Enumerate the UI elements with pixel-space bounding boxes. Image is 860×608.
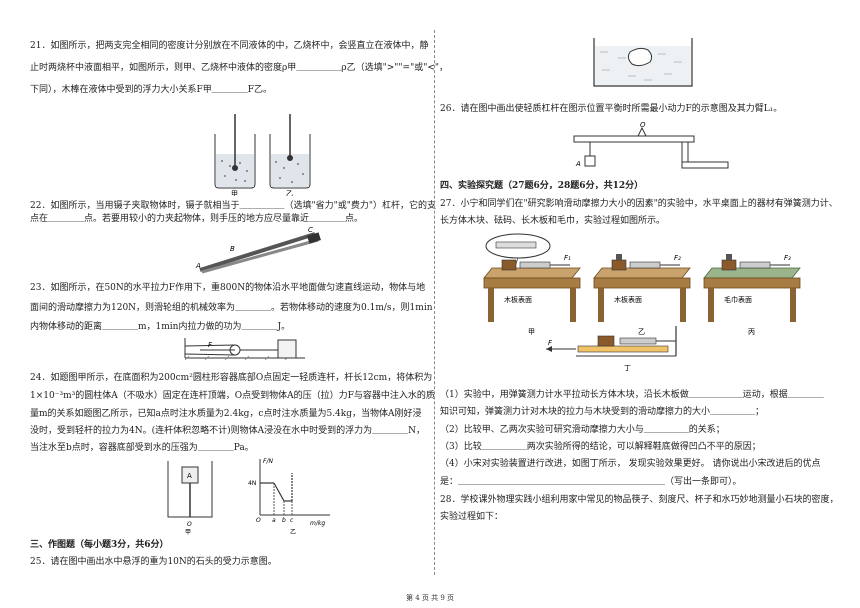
q28-line-1: 28．学校课外物理实践小组利用家中常见的物品筷子、刻度尺、杯子和水巧妙地测量小石… [440, 495, 839, 505]
q24-y-axis: F/N [263, 458, 273, 465]
q24-graph-origin: O [256, 517, 261, 524]
q21-line-2: 止时两烧杯中液面相平，如图所示，则甲、乙烧杯中液体的密度ρ甲＿＿＿＿＿ρ乙（选填… [30, 63, 449, 73]
q21-line-1: 21．如图所示，把两支完全相同的密度计分别放在不同液体的中，乙烧杯中，会竖直立在… [30, 41, 429, 51]
q27-label-yi: 乙 [638, 328, 645, 336]
q24-tick-c: c [290, 517, 294, 524]
q23-line-2: 面间的滑动摩擦力为120N，则滑轮组的机械效率为＿＿＿＿。若物体移动的速度为0.… [30, 303, 433, 313]
q24-label-a: A [187, 472, 192, 480]
q24-y-tick: 4N [248, 480, 256, 487]
q26-lever-figure: O A [573, 121, 729, 169]
q21-beakers-figure: 甲 乙 [214, 114, 311, 196]
q27-step-1b: 知识可知，弹簧测力计对木块的拉力与木块受到的滑动摩擦力的大小＿＿＿＿＿； [440, 407, 765, 417]
table-yi: F₂ 木板表面 乙 [593, 254, 691, 336]
q22-point-b: B [230, 245, 235, 253]
q22-line-2: 点在＿＿＿＿点。若要用较小的力夹起物体，则手压的地方应尽量靠近＿＿＿＿点。 [30, 214, 364, 224]
page-footer: 第 4 页 共 9 页 [405, 594, 455, 602]
q27-label-f3: F₃ [784, 254, 791, 262]
section-4-title: 四、实验探究题（27题6分，28题6分，共12分） [440, 181, 644, 191]
q27-board-1: 木板表面 [504, 295, 532, 304]
q24-tick-a: a [272, 517, 276, 524]
q28-line-2: 实验过程如下： [440, 512, 504, 522]
q22-tweezers-figure: A B C [195, 226, 321, 274]
q21-line-3: 下同），木棒在液体中受到的浮力大小关系F甲＿＿＿＿F乙。 [30, 85, 272, 95]
q22-line-1: 22．如图所示，当用镊子夹取物体时，镊子就相当于＿＿＿＿＿（选填"省力"或"费力… [30, 201, 437, 211]
q27-label-f1: F₁ [564, 254, 571, 262]
q27-label-f2: F₂ [674, 254, 681, 262]
q27-step-4b: 是：＿＿＿＿＿＿＿＿＿＿＿＿＿＿＿＿＿＿＿＿＿＿＿（写出一条即可）。 [440, 477, 742, 487]
q27-line-1: 27．小宁和同学们在"研究影响滑动摩擦力大小的因素"的实验中，水平桌面上的器材有… [440, 199, 838, 209]
q24-label-o: O [187, 521, 192, 528]
q24-line-1: 24．如题图甲所示，在底面积为200cm²圆柱形容器底部O点固定一轻质连杆，杆长… [30, 373, 433, 383]
q26-label-o: O [640, 121, 646, 129]
q24-label-jia: 甲 [185, 529, 191, 535]
q24-figure: A O 甲 F/N 4N O a b c m/kg 乙 [167, 458, 330, 535]
q24-line-4: 没时，受到轻杆的拉力为4N。(连杆体积忽略不计)则物体A浸没在水中时受到的浮力为… [30, 426, 426, 436]
q27-step-4: （4）小宋对实验装置进行改进，如图丁所示， 发现实验效果更好。 请你说出小宋改进… [440, 459, 821, 469]
q24-label-yi: 乙 [290, 529, 296, 535]
q27-label-f: F [548, 339, 553, 347]
q27-board-3: 毛巾表面 [724, 295, 752, 304]
setup-ding: F 丁 [546, 326, 677, 372]
q21-label-jia: 甲 [231, 190, 238, 196]
q23-force-label: F [208, 341, 213, 349]
q24-tick-b: b [282, 517, 286, 524]
q21-label-yi: 乙 [286, 190, 293, 196]
q27-experiment-figure: F₁ 木板表面 甲 F₂ 木板表面 乙 F₃ [483, 233, 801, 372]
q25-text: 25．请在图中画出水中悬浮的重为10N的石头的受力示意图。 [30, 557, 277, 567]
q22-point-c: C [308, 226, 313, 234]
q23-line-3: 内物体移动的距离＿＿＿＿m，1min内拉力做的功为＿＿＿＿J。 [30, 322, 291, 332]
table-jia: F₁ 木板表面 甲 [483, 254, 581, 336]
q27-step-3: （3）比较＿＿＿＿＿两次实验所得的结论，可以解释鞋底做得凹凸不平的原因； [440, 442, 761, 452]
q27-line-2: 长方体木块、砝码、长木板和毛巾，实验过程如图所示。 [440, 216, 666, 226]
q27-label-ding: 丁 [624, 364, 631, 372]
table-bing: F₃ 毛巾表面 丙 [703, 254, 801, 336]
q23-line-1: 23．如图所示，在50N的水平拉力F作用下，重800N的物体沿水平地面做匀速直线… [30, 283, 426, 293]
column-divider [434, 30, 435, 575]
section-3-title: 三、作图题（每小题3分，共6分） [30, 540, 169, 550]
q25-water-tank-figure [593, 38, 693, 87]
q27-label-jia: 甲 [528, 328, 535, 336]
q26-label-a: A [575, 160, 581, 168]
q22-point-a: A [195, 262, 201, 270]
q24-line-5: 当注水至b点时，容器底部受到水的压强为＿＿＿＿Pa。 [30, 443, 254, 453]
q24-line-2: 1×10⁻³m³的圆柱体A（不吸水）固定在连杆顶端，O点受到物体A的压（拉）力F… [30, 391, 435, 401]
q24-line-3: 量m的关系如题图乙所示，已知a点时注水质量为2.4kg，c点时注水质量为5.4k… [30, 409, 422, 419]
q26-text: 26．请在图中画出使轻质杠杆在图示位置平衡时所需最小动力F的示意图及其力臂L₁。 [440, 104, 783, 114]
q27-step-2: （2）比较甲、乙两次实验可研究滑动摩擦力大小与＿＿＿＿＿的关系； [440, 425, 725, 435]
q24-x-axis: m/kg [310, 520, 325, 527]
q27-label-bing: 丙 [748, 328, 755, 336]
q23-pulley-figure: F [184, 338, 305, 361]
q27-step-1: （1）实验中，用弹簧测力计水平拉动长方体木块，沿长木板做＿＿＿＿＿＿运动，根据＿… [440, 390, 824, 400]
q27-board-2: 木板表面 [614, 295, 642, 304]
